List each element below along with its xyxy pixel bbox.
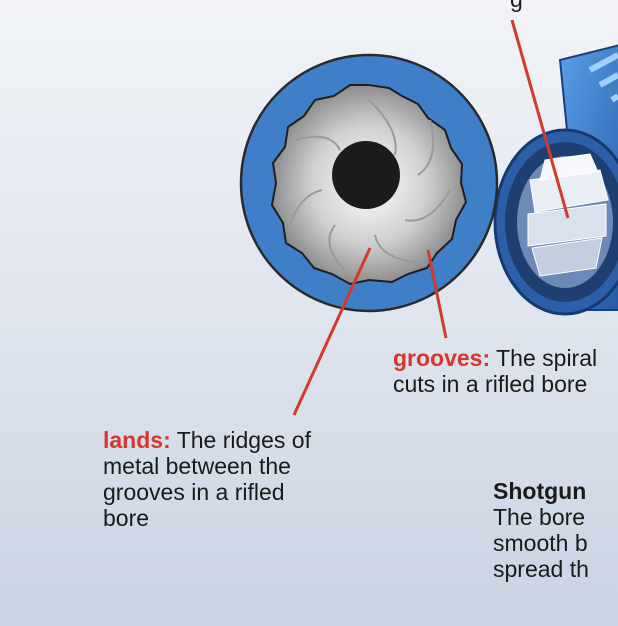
lands-label: lands: The ridges of metal between the g…	[103, 427, 323, 531]
shotgun-heading: Shotgun	[493, 478, 587, 504]
shotgun-label: Shotgun The bore smooth b spread th	[493, 478, 618, 582]
rifled-barrel-cross-section-icon	[239, 53, 499, 313]
grooves-label: grooves: The spiral cuts in a rifled bor…	[393, 345, 618, 397]
lands-leader-line	[292, 247, 372, 416]
rifled-cylinder-3d-icon	[493, 19, 618, 316]
grooves-leader-line	[426, 249, 448, 339]
grooves-definition: The spiral cuts in a rifled bore	[393, 345, 598, 397]
shotgun-line-1: The bore	[493, 504, 586, 530]
grooves-term: grooves:	[393, 345, 491, 371]
shotgun-line-3: spread th	[493, 556, 589, 582]
lands-definition: The ridges of metal between the grooves …	[103, 427, 311, 531]
lands-term: lands:	[103, 427, 171, 453]
top-label-fragment: g	[510, 0, 523, 12]
shotgun-line-2: smooth b	[493, 530, 588, 556]
